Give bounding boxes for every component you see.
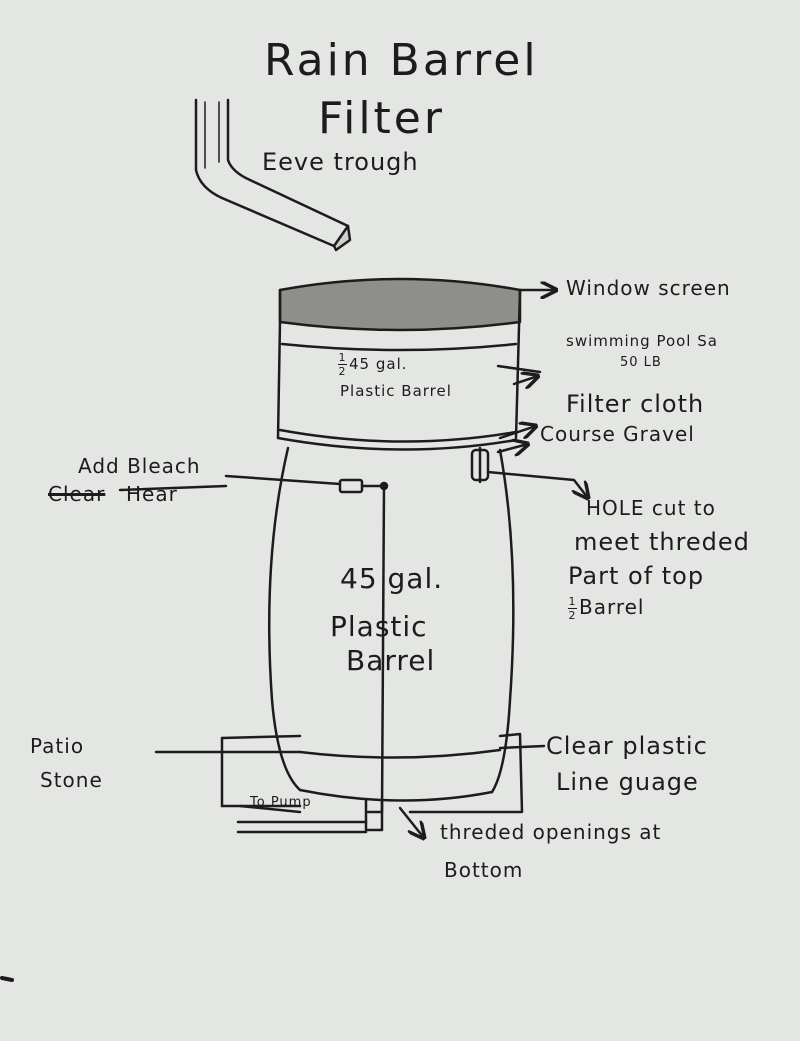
window-screen-fill [278, 277, 522, 332]
title-line-1: Rain Barrel [264, 35, 539, 86]
coarse-gravel-label: Course Gravel [540, 422, 695, 446]
window-screen-label: Window screen [566, 276, 731, 300]
barrel-size-label: 45 gal. [340, 562, 444, 595]
eave-trough-label: Eeve trough [262, 148, 419, 176]
add-bleach-label: Add Bleach [78, 454, 201, 478]
half-barrel-type-label: Plastic Barrel [340, 382, 452, 400]
main-barrel [268, 446, 515, 802]
swimming-pool-sand-label: swimming Pool Sa [566, 332, 718, 350]
hole-fraction-den: 2 [568, 609, 577, 622]
threaded-openings-label-2: Bottom [444, 858, 524, 882]
patio-label-2: Stone [40, 768, 103, 792]
bleach-here-label: Hear [126, 482, 178, 506]
filter-cloth-label: Filter cloth [566, 390, 705, 418]
barrel-type-label-2: Barrel [346, 644, 436, 677]
hole-label-line-2: meet threded [574, 528, 750, 556]
threaded-coupling [470, 446, 490, 484]
eave-trough [194, 98, 352, 252]
title-line-2: Filter [318, 93, 445, 144]
bottom-fittings [236, 798, 384, 834]
top-half-barrel [276, 277, 522, 451]
hole-label-line-1: HOLE cut to [586, 496, 716, 520]
to-pump-label: To Pump [250, 795, 312, 810]
patio-stone [220, 732, 524, 814]
hole-barrel-word: Barrel [579, 595, 645, 619]
hole-label-line-3: Part of top [568, 562, 705, 590]
hole-fraction: 1 2 [568, 596, 577, 621]
half-barrel-fraction-num: 1 [338, 351, 347, 364]
half-barrel-size-label: 1 2 45 gal. [338, 352, 408, 377]
sand-weight-label: 50 LB [620, 355, 662, 370]
bleach-crossed-label: Clear [48, 482, 106, 506]
line-gauge-label: Line guage [556, 768, 699, 796]
patio-label-1: Patio [30, 734, 85, 758]
half-barrel-size: 45 gal. [349, 355, 408, 373]
half-barrel-fraction-den: 2 [338, 365, 347, 378]
clear-plastic-label: Clear plastic [546, 732, 708, 760]
gauge-line [380, 484, 386, 814]
half-barrel-fraction: 1 2 [338, 352, 347, 377]
bleach-inlet [338, 478, 389, 814]
hole-fraction-num: 1 [568, 595, 577, 608]
barrel-type-label-1: Plastic [330, 610, 428, 643]
edge-mark [0, 976, 14, 982]
leader-lines [118, 290, 588, 838]
hole-label-line-4: 1 2 Barrel [568, 596, 645, 621]
threaded-openings-label-1: threded openings at [440, 820, 662, 844]
